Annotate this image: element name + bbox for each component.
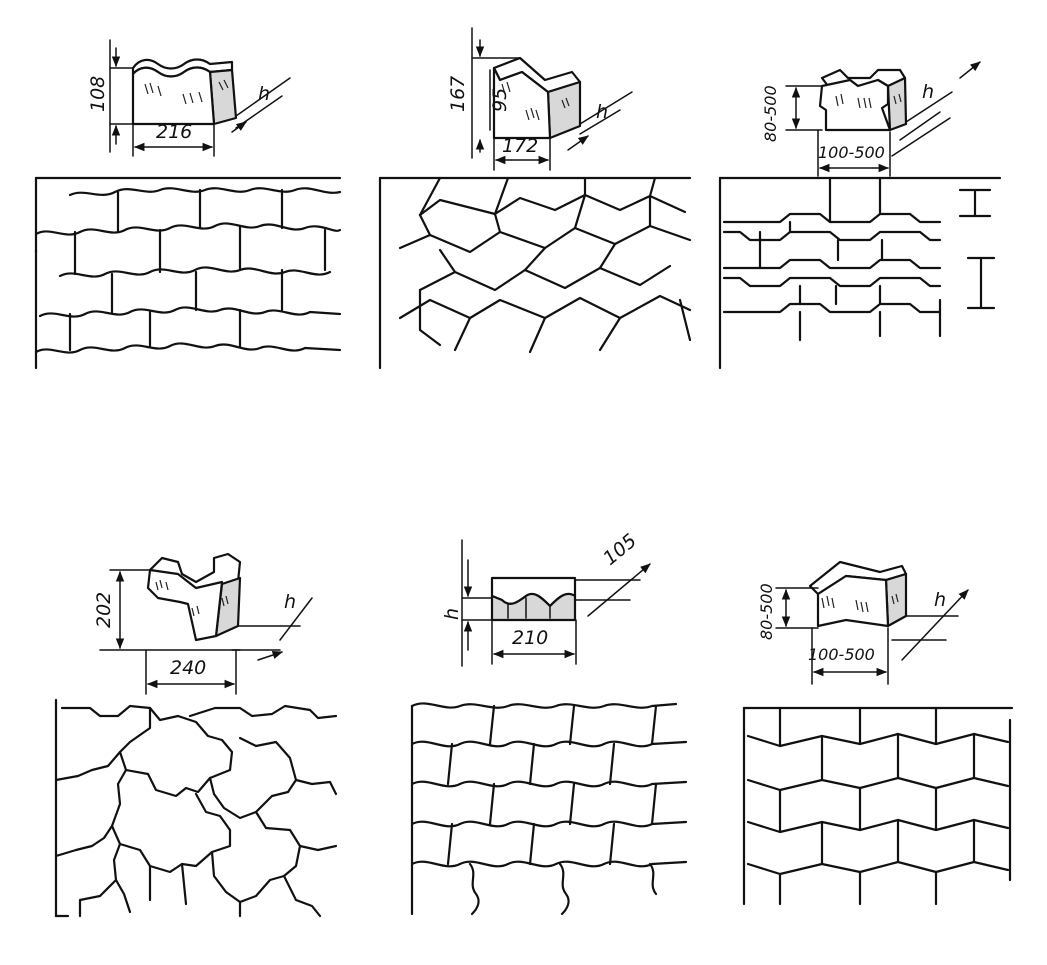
dim-depth: h — [934, 589, 946, 611]
block-chevron-paver — [808, 560, 908, 628]
dim-width: 210 — [512, 627, 548, 649]
dim-depth: h — [284, 591, 296, 613]
pattern-tri-lobe-paver — [54, 698, 338, 918]
dim-height: 95 — [489, 88, 511, 112]
panel-wavy-paver: 108 216 h — [34, 39, 342, 370]
dim-height: 80-500 — [761, 85, 780, 142]
dim-depth: h — [258, 83, 270, 105]
pattern-wavy-paver — [34, 176, 342, 370]
dims-tri-lobe-paver: 202 240 h — [93, 569, 313, 695]
block-tri-lobe-paver — [146, 552, 242, 642]
dim-depth: h — [596, 101, 608, 123]
dim-depth: 105 — [599, 530, 641, 570]
dim-depth: h — [922, 81, 934, 103]
panel-tri-lobe-paver: 202 240 h — [54, 552, 338, 918]
dim-width: 100-500 — [818, 143, 885, 162]
panel-i-shaped-paver: 80-500 100-500 h — [718, 61, 1002, 370]
pattern-zigzag-paver — [378, 176, 692, 370]
block-wave-edge-paver — [490, 576, 577, 622]
dims-i-shaped-paver: 80-500 100-500 h — [761, 61, 981, 177]
dim-height: 80-500 — [757, 583, 776, 640]
dims-zigzag-paver: 167 95 172 h — [447, 27, 633, 171]
block-i-shaped-paver — [818, 68, 908, 132]
dim-width: 216 — [156, 121, 192, 143]
block-wavy-paver — [131, 58, 238, 126]
pattern-i-shaped-paver — [718, 176, 1002, 370]
dim-total: 167 — [447, 76, 469, 112]
dims-wavy-paver: 108 216 h — [87, 39, 291, 157]
dim-width: 172 — [502, 135, 538, 157]
dim-height: 108 — [87, 76, 109, 112]
panel-wave-edge-paver: h 210 105 — [410, 530, 688, 916]
dim-height: h — [441, 608, 463, 620]
pattern-chevron-paver — [742, 706, 1014, 906]
panel-chevron-paver: 80-500 100-500 h — [742, 560, 1014, 906]
dim-width: 240 — [170, 657, 206, 679]
dim-height: 202 — [93, 592, 115, 628]
block-zigzag-paver — [492, 56, 582, 140]
panel-zigzag-paver: 167 95 172 h — [378, 27, 692, 370]
dim-width: 100-500 — [808, 645, 875, 664]
pattern-wave-edge-paver — [410, 702, 688, 916]
dims-chevron-paver: 80-500 100-500 h — [757, 583, 969, 685]
